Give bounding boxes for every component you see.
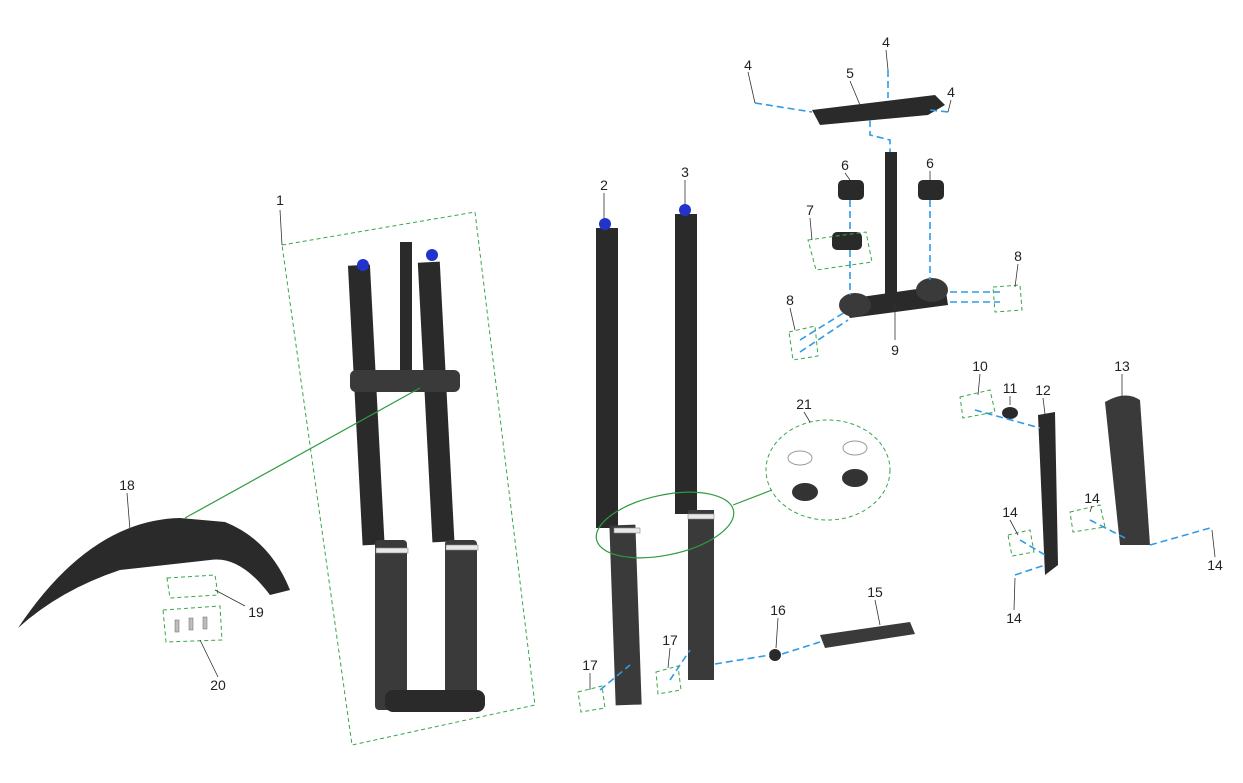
callout-11: 11 — [1003, 380, 1018, 396]
callout-19: 19 — [248, 604, 264, 620]
callout-14: 14 — [1207, 557, 1223, 573]
axle — [820, 622, 915, 648]
callout-17: 17 — [582, 657, 598, 673]
callout-14: 14 — [1084, 490, 1100, 506]
callout-18: 18 — [119, 477, 135, 493]
callout-15: 15 — [867, 584, 883, 600]
fender-bolts — [174, 616, 208, 633]
callout-2: 2 — [600, 177, 608, 193]
callout-9: 9 — [891, 342, 899, 358]
top-triple-clamp — [812, 95, 945, 125]
group-box-17b — [655, 665, 682, 695]
fork-guard-12 — [1038, 412, 1058, 575]
group-box-8-right — [992, 284, 1023, 313]
group-box-19 — [166, 574, 219, 599]
callout-14: 14 — [1002, 504, 1018, 520]
front-fender — [18, 518, 290, 628]
callout-8: 8 — [786, 292, 794, 308]
group-box-seals — [765, 419, 891, 521]
callout-13: 13 — [1114, 358, 1130, 374]
group-box-17a — [577, 685, 606, 713]
group-box-7 — [807, 231, 873, 271]
callout-4: 4 — [882, 34, 890, 50]
group-box-20 — [162, 605, 223, 643]
callout-17: 17 — [662, 632, 678, 648]
fork-guard-13 — [1105, 395, 1150, 545]
callout-14: 14 — [1006, 610, 1022, 626]
callout-6: 6 — [926, 155, 934, 171]
callout-8: 8 — [1014, 248, 1022, 264]
callout-10: 10 — [972, 358, 988, 374]
callout-5: 5 — [846, 65, 854, 81]
callout-20: 20 — [210, 677, 226, 693]
seal-area-highlight — [595, 491, 735, 559]
fork-assembly — [347, 242, 485, 712]
callout-3: 3 — [681, 164, 689, 180]
fork-leg-right — [675, 204, 715, 680]
callout-7: 7 — [806, 202, 814, 218]
group-box-14b — [1069, 504, 1106, 533]
group-box-8-left — [788, 325, 819, 361]
callout-4: 4 — [947, 84, 955, 100]
callout-4: 4 — [744, 57, 752, 73]
group-box-14a — [1007, 529, 1035, 557]
seal-kit — [787, 440, 868, 501]
group-box-10 — [959, 389, 996, 419]
callout-1: 1 — [276, 192, 284, 208]
fork-leg-left — [596, 218, 642, 706]
callout-21: 21 — [796, 396, 812, 412]
callout-16: 16 — [770, 602, 786, 618]
callout-6: 6 — [841, 157, 849, 173]
callout-12: 12 — [1035, 382, 1051, 398]
